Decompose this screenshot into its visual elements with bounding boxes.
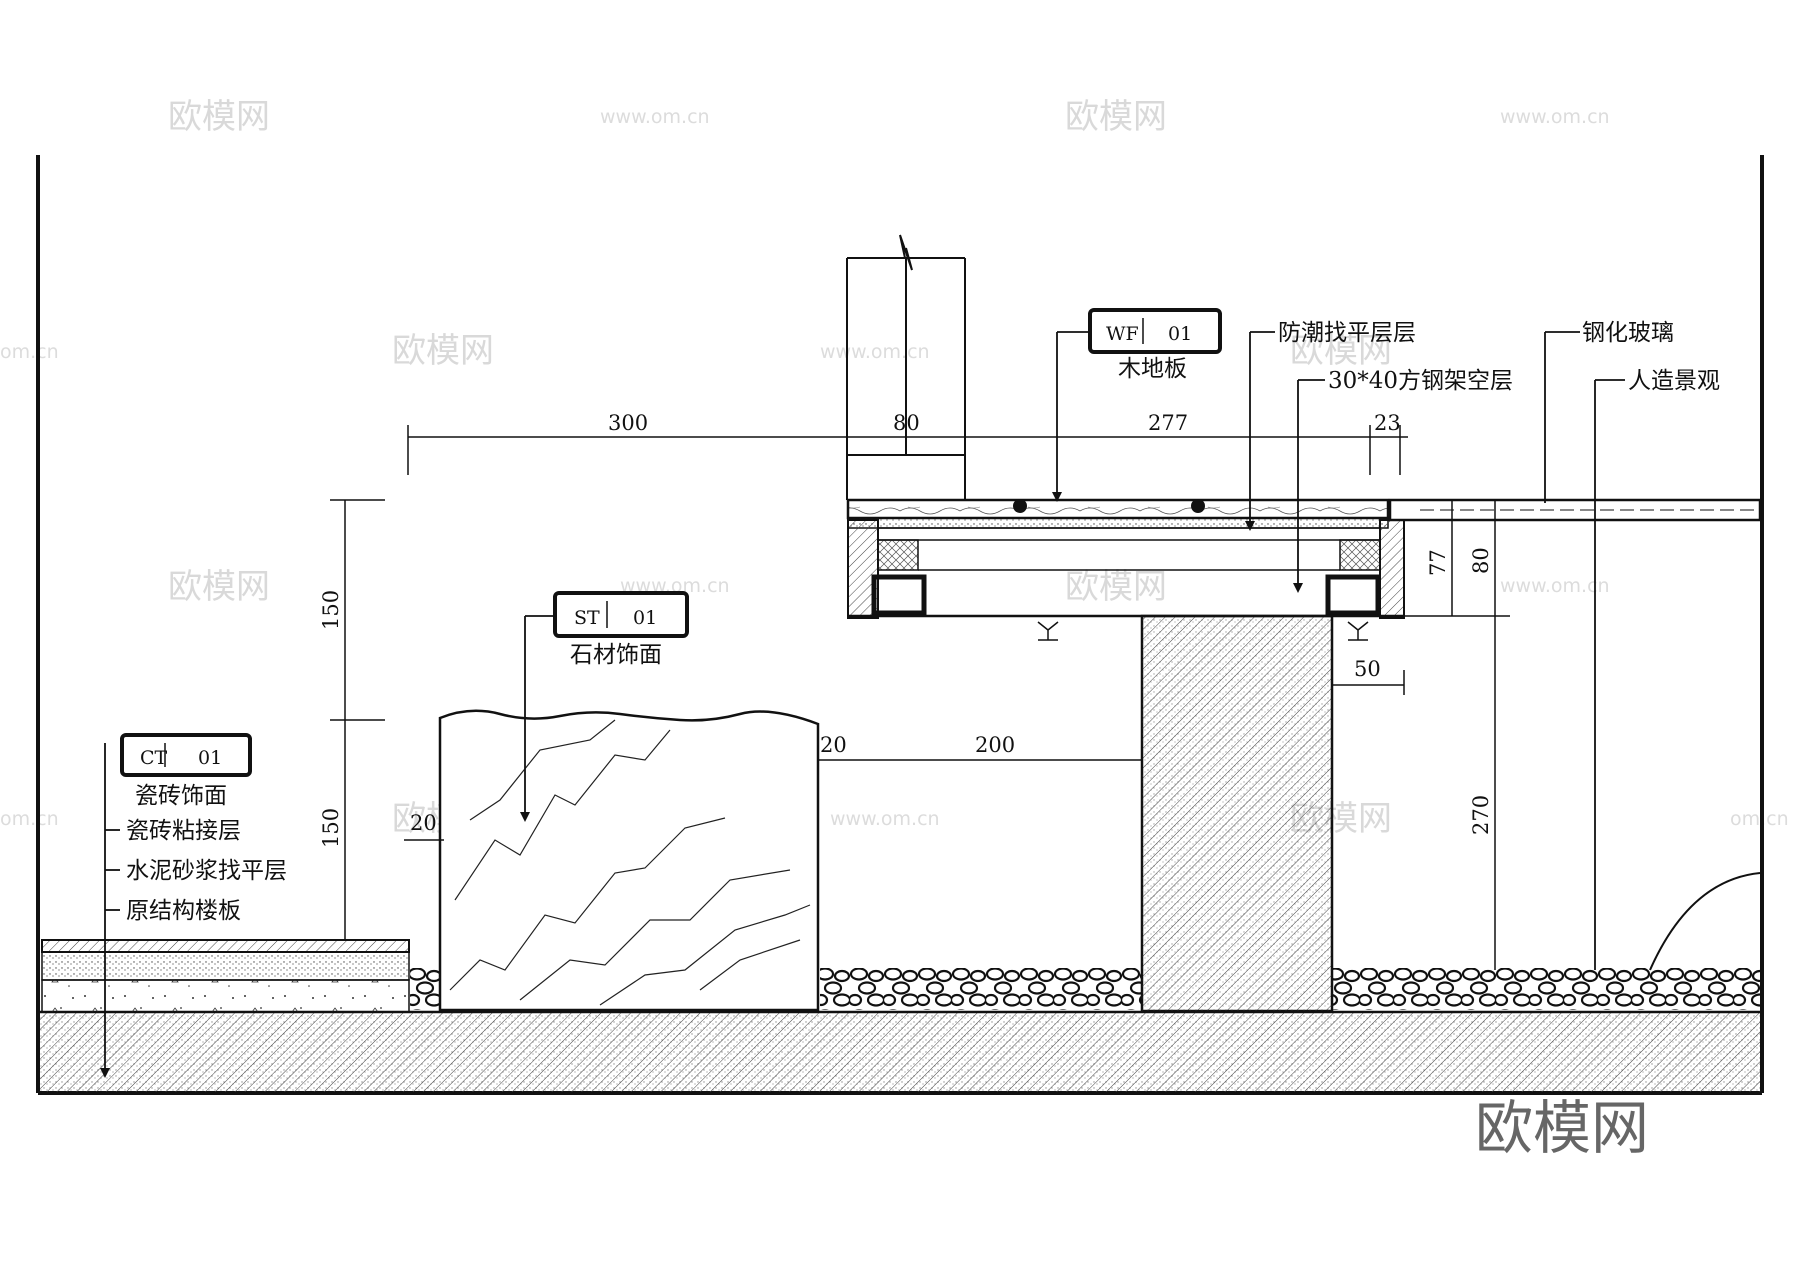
- dimension-lines: [330, 425, 1510, 970]
- structural-slab: [40, 1010, 1760, 1092]
- watermark-logo: 欧模网: [1065, 567, 1167, 607]
- label-steel-frame: 30*40方钢架空层: [1328, 368, 1513, 394]
- dim-20-right: 20: [820, 733, 847, 757]
- label-moisture-layer: 防潮找平层层: [1278, 320, 1416, 346]
- landscape-curve: [1649, 872, 1761, 971]
- tag-number: 01: [1168, 323, 1192, 345]
- watermark-url: om.cn: [0, 341, 59, 363]
- leader-arrows: [100, 492, 1303, 1078]
- stone-block: [438, 709, 820, 1012]
- tag-st-01: ST 01 石材饰面: [525, 591, 689, 668]
- watermark-logo: 欧模网: [1290, 331, 1392, 371]
- wall-stub: [846, 234, 966, 500]
- dim-150-upper: 150: [319, 590, 343, 630]
- dim-20-left: 20: [410, 811, 437, 835]
- dim-150-lower: 150: [319, 808, 343, 848]
- watermark-logo: 欧模网: [392, 331, 494, 371]
- leader-lines: [104, 331, 1625, 1070]
- concrete-pier: [1140, 614, 1334, 1013]
- label-mortar-screed: 水泥砂浆找平层: [126, 858, 287, 884]
- label-landscape: 人造景观: [1628, 368, 1720, 394]
- tag-name: 瓷砖饰面: [135, 783, 227, 809]
- timber-deck: [846, 498, 1405, 641]
- dim-50: 50: [1354, 657, 1381, 681]
- watermark-logo: 欧模网: [168, 97, 270, 137]
- tag-ct-01: CT 01 瓷砖饰面: [120, 733, 252, 809]
- dim-80-side: 80: [1469, 547, 1493, 574]
- dim-277: 277: [1148, 411, 1188, 435]
- watermarks: 欧模网 www.om.cn 欧模网 www.om.cn om.cn 欧模网 ww…: [0, 97, 1789, 839]
- watermark-url: www.om.cn: [1500, 106, 1610, 128]
- tag-number: 01: [633, 607, 657, 629]
- tag-code: CT: [140, 747, 168, 769]
- dim-300: 300: [608, 411, 648, 435]
- watermark-logo: 欧模网: [168, 567, 270, 607]
- brand-logo: 欧模网: [1475, 1094, 1649, 1162]
- tag-name: 木地板: [1118, 356, 1187, 382]
- watermark-url: om.cn: [1730, 808, 1789, 830]
- watermark-url: om.cn: [0, 808, 59, 830]
- watermark-url: www.om.cn: [1500, 575, 1610, 597]
- watermark-url: www.om.cn: [820, 341, 930, 363]
- dim-23: 23: [1374, 411, 1401, 435]
- dim-80-top: 80: [893, 411, 920, 435]
- label-tempered-glass: 钢化玻璃: [1582, 320, 1674, 346]
- label-structural-slab: 原结构楼板: [126, 898, 241, 924]
- tag-name: 石材饰面: [570, 642, 662, 668]
- dimension-text: 300 80 277 23 150 150 20 20 200 77 80 50…: [319, 411, 1493, 848]
- tile-floor: [41, 939, 410, 1013]
- watermark-url: www.om.cn: [600, 106, 710, 128]
- tag-wf-01: WF 01 木地板: [1057, 308, 1222, 382]
- dim-77: 77: [1426, 549, 1450, 576]
- watermark-url: www.om.cn: [830, 808, 940, 830]
- tag-code: ST: [574, 607, 600, 629]
- label-tile-adhesive: 瓷砖粘接层: [126, 818, 241, 844]
- watermark-logo: 欧模网: [1065, 97, 1167, 137]
- pebble-layer: [410, 968, 1760, 1010]
- dim-270: 270: [1469, 795, 1493, 835]
- tag-number: 01: [198, 747, 222, 769]
- frame: [36, 155, 1764, 1095]
- tempered-glass: [1388, 498, 1762, 522]
- layer-labels: 瓷砖粘接层 水泥砂浆找平层 原结构楼板 防潮找平层层 30*40方钢架空层 钢化…: [126, 320, 1720, 924]
- tag-code: WF: [1106, 323, 1139, 345]
- dim-200: 200: [975, 733, 1015, 757]
